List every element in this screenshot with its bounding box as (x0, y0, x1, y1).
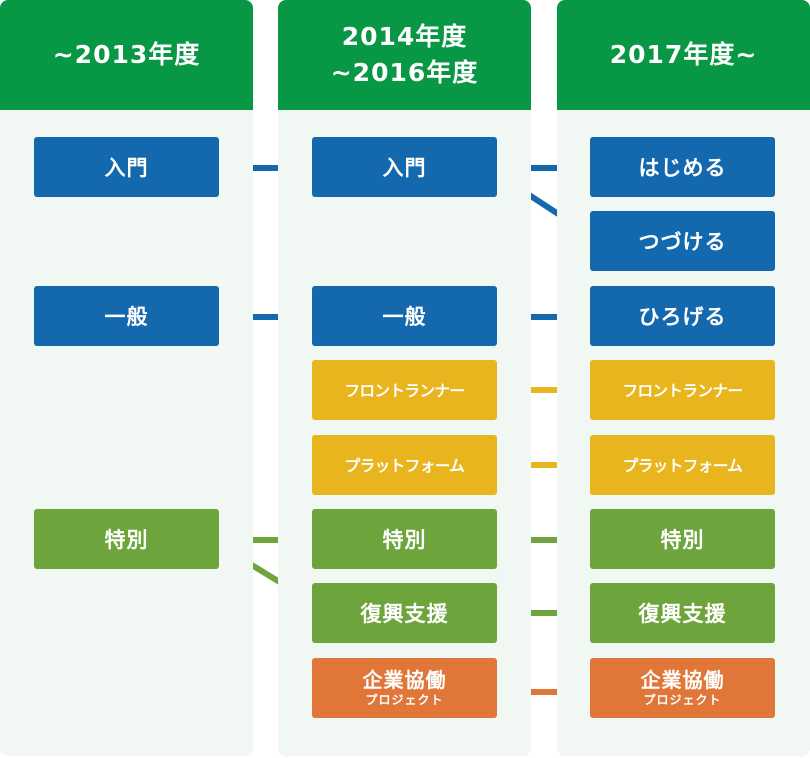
box-ippan-c1: 一般 (34, 286, 219, 346)
box-label: 特別 (104, 528, 149, 552)
box-label: 特別 (660, 528, 705, 552)
box-label-main: 企業協働 (362, 668, 447, 692)
column-header: ~2013年度 (0, 0, 253, 110)
box-tokubetsu-c2: 特別 (312, 509, 497, 569)
box-frontrunner-c3: フロントランナー (590, 360, 775, 420)
box-label: プラットフォーム (344, 457, 465, 475)
box-label-sub: プロジェクト (643, 693, 722, 707)
column-header: 2017年度~ (557, 0, 810, 110)
column-title: ~2013年度 (52, 40, 201, 69)
box-kigyo-c3: 企業協働 プロジェクト (590, 658, 775, 718)
box-label: つづける (638, 230, 727, 254)
box-tokubetsu-c1: 特別 (34, 509, 219, 569)
box-frontrunner-c2: フロントランナー (312, 360, 497, 420)
box-label: フロントランナー (344, 382, 465, 400)
box-label: 復興支援 (638, 602, 727, 626)
box-label: 特別 (382, 528, 427, 552)
box-tsuzukeru-c3: つづける (590, 211, 775, 271)
column-header: 2014年度 ~2016年度 (278, 0, 531, 110)
box-nyumon-c1: 入門 (34, 137, 219, 197)
box-fukko-c2: 復興支援 (312, 583, 497, 643)
column-until-2013: ~2013年度 (0, 0, 253, 756)
box-kigyo-c2: 企業協働 プロジェクト (312, 658, 497, 718)
box-label: プラットフォーム (622, 457, 743, 475)
box-label: 復興支援 (360, 602, 449, 626)
box-platform-c3: プラットフォーム (590, 435, 775, 495)
box-tokubetsu-c3: 特別 (590, 509, 775, 569)
box-platform-c2: プラットフォーム (312, 435, 497, 495)
box-hirogeru-c3: ひろげる (590, 286, 775, 346)
column-title-line1: 2014年度 (341, 22, 468, 51)
box-label: フロントランナー (622, 382, 743, 400)
box-label: 入門 (104, 156, 149, 180)
box-nyumon-c2: 入門 (312, 137, 497, 197)
box-label: 入門 (382, 156, 427, 180)
box-label: 一般 (382, 305, 427, 329)
column-title: 2017年度~ (609, 40, 758, 69)
box-label-main: 企業協働 (640, 668, 725, 692)
box-label: ひろげる (638, 305, 727, 329)
box-label: 一般 (104, 305, 149, 329)
box-hajimeru-c3: はじめる (590, 137, 775, 197)
column-title-line2: ~2016年度 (330, 58, 479, 87)
box-label: はじめる (638, 156, 727, 180)
box-ippan-c2: 一般 (312, 286, 497, 346)
box-fukko-c3: 復興支援 (590, 583, 775, 643)
box-label-sub: プロジェクト (365, 693, 444, 707)
